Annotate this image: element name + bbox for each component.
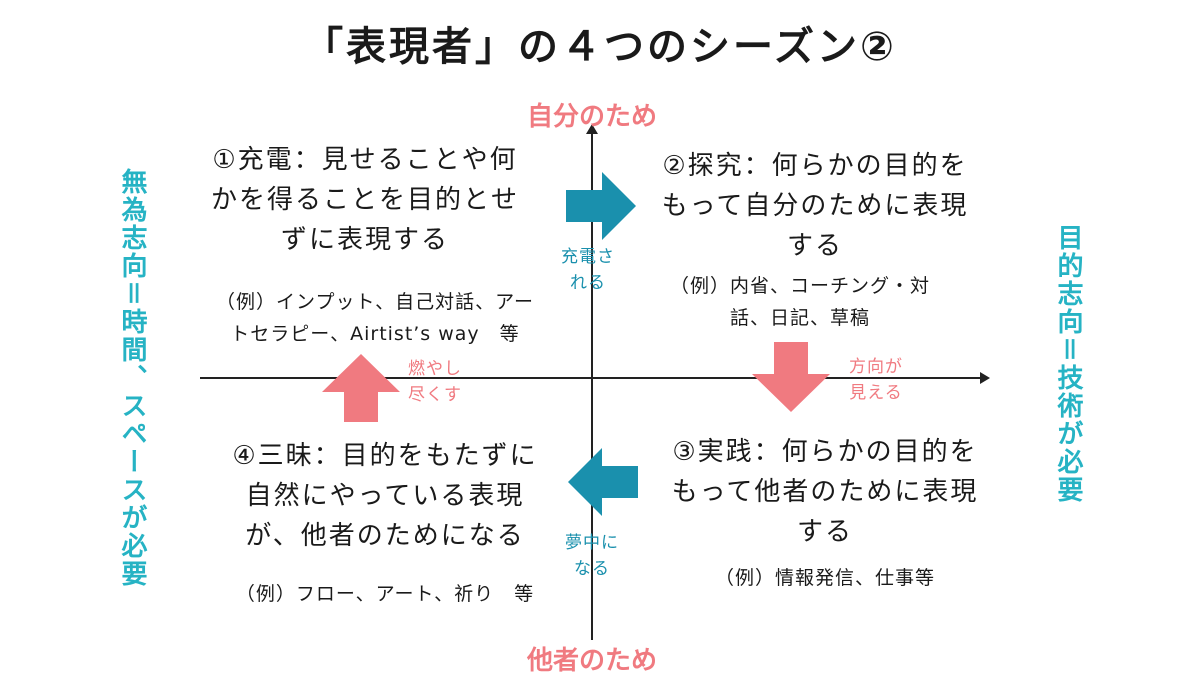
transition-label-q2-to-q3: 方向が 見える xyxy=(836,354,916,406)
quadrant-2-example-line: （例）内省、コーチング・対 xyxy=(669,275,930,297)
arrow-right-q1-to-q2 xyxy=(566,172,636,240)
quadrant-4-title: ④三昧：目的をもたずに 自然にやっている表現 が、他者のためになる xyxy=(205,436,565,556)
quadrant-4-title-line: ④三昧：目的をもたずに xyxy=(232,441,538,471)
quadrant-1-title-line: かを得ることを目的とせ xyxy=(210,185,519,215)
transition-label-line: 充電さ xyxy=(561,247,615,267)
quadrant-2-example-line: 話、日記、草稿 xyxy=(729,307,870,329)
page-title: 「表現者」の４つのシーズン② xyxy=(303,24,897,70)
transition-label-line: 方向が xyxy=(849,357,903,377)
quadrant-3-title-line: する xyxy=(796,517,853,547)
quadrant-3: ③実践：何らかの目的を もって他者のために表現 する xyxy=(650,432,1000,552)
quadrant-4-example-line: （例）フロー、アート、祈り 等 xyxy=(235,583,535,605)
quadrant-4: ④三昧：目的をもたずに 自然にやっている表現 が、他者のためになる xyxy=(205,436,565,556)
transition-label-q3-to-q4: 夢中に なる xyxy=(552,530,632,582)
quadrant-2: ②探究：何らかの目的を もって自分のために表現 する xyxy=(640,146,990,266)
quadrant-3-example: （例）情報発信、仕事等 xyxy=(650,562,1000,594)
quadrant-1-title: ①充電：見せることや何 かを得ることを目的とせ ずに表現する xyxy=(195,140,535,260)
vertical-axis-arrowhead xyxy=(586,124,598,134)
quadrant-1-example-line: （例）インプット、自己対話、アー xyxy=(216,291,534,313)
horizontal-axis-arrowhead xyxy=(980,372,990,384)
quadrant-2-title: ②探究：何らかの目的を もって自分のために表現 する xyxy=(640,146,990,266)
quadrant-3-title: ③実践：何らかの目的を もって他者のために表現 する xyxy=(650,432,1000,552)
quadrant-4-title-line: が、他者のためになる xyxy=(245,521,525,551)
transition-label-line: 燃やし xyxy=(408,359,462,379)
arrow-up-q4-to-q1 xyxy=(322,354,400,422)
arrow-down-q2-to-q3 xyxy=(752,342,830,412)
quadrant-1-title-line: ①充電：見せることや何 xyxy=(212,145,518,175)
quadrant-2-title-line: する xyxy=(786,231,843,261)
quadrant-4-title-line: 自然にやっている表現 xyxy=(245,481,525,511)
transition-label-q1-to-q2: 充電さ れる xyxy=(548,244,628,296)
axis-label-bottom: 他者のため xyxy=(526,646,657,676)
quadrant-4-example: （例）フロー、アート、祈り 等 xyxy=(205,578,565,610)
quadrant-1: ①充電：見せることや何 かを得ることを目的とせ ずに表現する xyxy=(195,140,535,260)
quadrant-1-title-line: ずに表現する xyxy=(280,225,449,255)
quadrant-1-example: （例）インプット、自己対話、アー トセラピー、Airtist’s way 等 xyxy=(185,286,565,350)
quadrant-3-title-line: ③実践：何らかの目的を xyxy=(672,437,978,467)
transition-label-line: 夢中に xyxy=(565,533,619,553)
transition-label-line: なる xyxy=(574,559,610,579)
quadrant-3-title-line: もって他者のために表現 xyxy=(671,477,979,507)
transition-label-line: れる xyxy=(570,273,606,293)
quadrant-3-example-line: （例）情報発信、仕事等 xyxy=(714,567,935,589)
arrow-left-q3-to-q4 xyxy=(568,448,638,516)
quadrant-2-title-line: ②探究：何らかの目的を xyxy=(662,151,968,181)
quadrant-1-example-line: トセラピー、Airtist’s way 等 xyxy=(230,323,520,345)
transition-label-line: 見える xyxy=(849,383,903,403)
transition-label-q4-to-q1: 燃やし 尽くす xyxy=(395,356,475,408)
axis-label-left: 無為志向＝時間、スペースが必要 xyxy=(117,168,147,589)
axis-label-top: 自分のため xyxy=(526,102,657,132)
axis-label-right: 目的志向＝技術が必要 xyxy=(1053,224,1083,505)
quadrant-2-title-line: もって自分のために表現 xyxy=(661,191,969,221)
quadrant-2-example: （例）内省、コーチング・対 話、日記、草稿 xyxy=(640,270,960,334)
transition-label-line: 尽くす xyxy=(408,385,462,405)
